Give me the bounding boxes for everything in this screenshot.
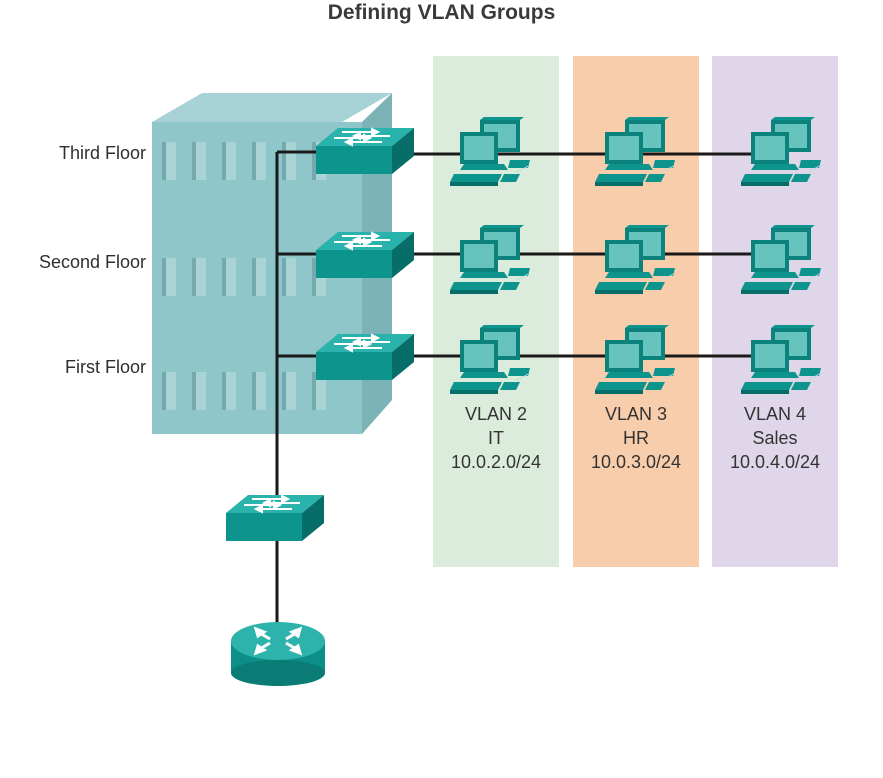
vlan-id: VLAN 3 <box>604 404 668 424</box>
vlan-name: HR <box>623 428 649 448</box>
diagram-title: Defining VLAN Groups <box>327 1 556 24</box>
vlan-label-3: VLAN 3 HR 10.0.3.0/24 <box>573 402 699 474</box>
switch-icon <box>315 127 415 175</box>
vlan-subnet: 10.0.4.0/24 <box>729 452 821 472</box>
vlan-label-4: VLAN 4 Sales 10.0.4.0/24 <box>712 402 838 474</box>
floor-label-second: Second Floor <box>38 252 146 272</box>
vlan-subnet: 10.0.2.0/24 <box>450 452 542 472</box>
vlan-name: Sales <box>752 428 798 448</box>
vlan-name: IT <box>488 428 504 448</box>
vlan-label-2: VLAN 2 IT 10.0.2.0/24 <box>433 402 559 474</box>
switch-icon <box>315 333 415 381</box>
switch-icon <box>315 231 415 279</box>
vlan-id: VLAN 2 <box>464 404 528 424</box>
floor-label-third: Third Floor <box>58 143 146 163</box>
vlan-id: VLAN 4 <box>743 404 807 424</box>
vlan-subnet: 10.0.3.0/24 <box>590 452 682 472</box>
floor-label-first: First Floor <box>65 357 146 377</box>
switch-icon <box>225 494 325 542</box>
router-icon <box>231 622 325 686</box>
